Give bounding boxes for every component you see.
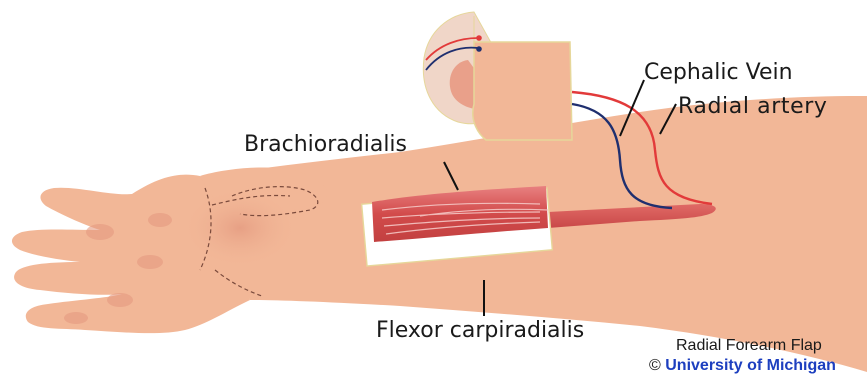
- flap-skin-paddle: [473, 42, 572, 140]
- vein-end-dot: [476, 46, 482, 52]
- knuckle-shading: [107, 293, 133, 307]
- brachioradialis-label: Brachioradialis: [244, 134, 407, 156]
- knuckle-shading: [86, 224, 114, 240]
- cephalic-vein-label: Cephalic Vein: [644, 62, 793, 84]
- palm-shading: [182, 188, 298, 268]
- flexor-carpiradialis-label: Flexor carpiradialis: [376, 320, 584, 342]
- artery-end-dot: [476, 35, 482, 41]
- credit-title: Radial Forearm Flap: [676, 338, 822, 354]
- knuckle-shading: [148, 213, 172, 227]
- harvested-flap: [423, 12, 572, 140]
- knuckle-shading: [64, 312, 88, 324]
- radial-artery-label: Radial artery: [678, 96, 828, 118]
- credit-line: © University of Michigan: [649, 358, 836, 374]
- university-link[interactable]: University of Michigan: [665, 357, 836, 374]
- knuckle-shading: [137, 255, 163, 269]
- copyright-symbol: ©: [649, 357, 661, 374]
